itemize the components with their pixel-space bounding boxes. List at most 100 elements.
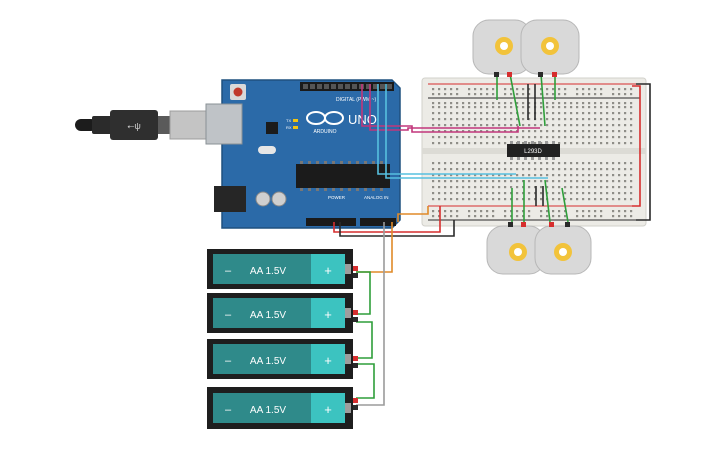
breadboard-hole (630, 162, 633, 165)
wire-red[interactable] (333, 206, 441, 233)
breadboard-hole (624, 162, 627, 165)
wire-green[interactable] (356, 321, 373, 359)
breadboard-hole (504, 106, 507, 109)
breadboard-hole (528, 192, 531, 195)
wire-pink[interactable] (369, 84, 540, 131)
l293d-chip[interactable]: L293D (507, 141, 560, 160)
breadboard-hole (540, 174, 543, 177)
wire-black[interactable] (636, 83, 651, 221)
breadboard-hole (474, 198, 477, 201)
breadboard-hole (456, 198, 459, 201)
breadboard-hole (570, 124, 573, 127)
breadboard-hole (600, 102, 603, 105)
breadboard-hole (576, 118, 579, 121)
breadboard-hole (612, 168, 615, 171)
battery-label: AA 1.5V (250, 266, 286, 277)
breadboard-hole (468, 142, 471, 145)
breadboard-hole (432, 210, 435, 213)
breadboard-hole (438, 130, 441, 133)
battery[interactable]: – AA 1.5V + (207, 387, 358, 429)
motor-top-right[interactable] (520, 19, 580, 77)
wire-cyan[interactable] (385, 84, 548, 179)
breadboard-hole (444, 106, 447, 109)
breadboard-hole (522, 198, 525, 201)
breadboard-hole (528, 130, 531, 133)
breadboard-hole (618, 162, 621, 165)
wire-red[interactable] (632, 85, 641, 207)
tx-led (293, 119, 298, 122)
usb-cable[interactable]: ⭠ψ (75, 110, 209, 140)
wire-orange[interactable] (356, 222, 393, 273)
breadboard-hole (576, 136, 579, 139)
wire-green[interactable] (540, 73, 546, 127)
breadboard-hole (624, 215, 627, 218)
usb-icon: ⭠ψ (127, 121, 141, 131)
breadboard-hole (624, 88, 627, 91)
breadboard-hole (468, 180, 471, 183)
breadboard-hole (480, 174, 483, 177)
battery[interactable]: – AA 1.5V + (207, 249, 358, 289)
wire-grey[interactable] (356, 222, 385, 406)
breadboard-hole (492, 112, 495, 115)
wire-green[interactable] (356, 271, 371, 315)
wire-black[interactable] (339, 220, 455, 237)
breadboard-hole (552, 174, 555, 177)
motor-bottom-left[interactable] (486, 222, 546, 275)
battery[interactable]: – AA 1.5V + (207, 293, 358, 333)
breadboard-hole (432, 186, 435, 189)
breadboard-hole (432, 142, 435, 145)
breadboard-hole (588, 88, 591, 91)
breadboard-hole (510, 192, 513, 195)
breadboard-hole (492, 124, 495, 127)
battery[interactable]: – AA 1.5V + (207, 339, 358, 379)
breadboard-hole (558, 162, 561, 165)
breadboard-hole (594, 136, 597, 139)
breadboard-hole (444, 198, 447, 201)
breadboard-hole (486, 186, 489, 189)
wire-green[interactable] (544, 179, 551, 223)
breadboard-hole (564, 130, 567, 133)
wire-green[interactable] (561, 187, 569, 223)
breadboard-hole (510, 106, 513, 109)
breadboard-hole (468, 174, 471, 177)
breadboard-hole (522, 215, 525, 218)
wire-green[interactable] (509, 73, 521, 127)
breadboard-hole (510, 136, 513, 139)
motor-top-left[interactable] (472, 19, 532, 77)
breadboard-hole (558, 93, 561, 96)
breadboard-hole (570, 102, 573, 105)
breadboard-hole (462, 106, 465, 109)
breadboard-hole (474, 210, 477, 213)
breadboard-hole (594, 130, 597, 133)
breadboard-hole (492, 210, 495, 213)
breadboard-hole (570, 118, 573, 121)
breadboard-hole (486, 198, 489, 201)
breadboard-hole (444, 93, 447, 96)
breadboard-hole (630, 136, 633, 139)
battery-pack[interactable]: – AA 1.5V + – AA 1.5V + – AA 1.5V + (207, 249, 358, 429)
breadboard-hole (462, 136, 465, 139)
breadboard-hole (576, 112, 579, 115)
wire-pink[interactable] (361, 84, 519, 133)
svg-text:ARDUINO: ARDUINO (313, 129, 336, 135)
motor-bottom-right[interactable] (534, 222, 592, 275)
wire-green[interactable] (356, 363, 375, 399)
breadboard-hole (552, 186, 555, 189)
breadboard-hole (600, 210, 603, 213)
wire-orange[interactable] (397, 206, 429, 222)
breadboard-hole (480, 180, 483, 183)
atmega-chip (296, 164, 390, 188)
breadboard-hole (576, 198, 579, 201)
arduino-uno-board[interactable]: DIGITAL (PWM ~) ARDUINO UNO TX RX POWER … (205, 79, 401, 229)
breadboard-hole (630, 112, 633, 115)
breadboard-hole (582, 118, 585, 121)
breadboard-hole (432, 106, 435, 109)
usb-socket (205, 103, 243, 145)
breadboard-hole (576, 168, 579, 171)
wire-cyan[interactable] (377, 84, 516, 175)
breadboard-hole (558, 88, 561, 91)
breadboard-hole (456, 112, 459, 115)
breadboard-hole (480, 186, 483, 189)
breadboard-hole (498, 174, 501, 177)
battery-label: AA 1.5V (250, 405, 286, 416)
